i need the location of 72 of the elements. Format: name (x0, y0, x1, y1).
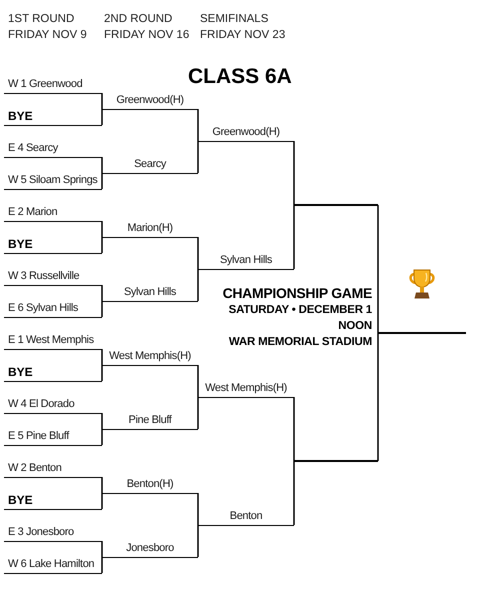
team-slot: E 1 West Memphis (4, 332, 102, 350)
bracket-connector (293, 204, 295, 269)
bracket-connector (197, 109, 199, 142)
class-title: CLASS 6A (188, 65, 292, 89)
bracket-connector (197, 524, 199, 557)
team-slot: Benton(H) (102, 476, 198, 494)
bracket-connector (101, 541, 103, 558)
game-time-text: NOON (338, 319, 372, 333)
championship-heading: CHAMPIONSHIP GAME (222, 285, 372, 301)
bracket-connector (197, 268, 199, 301)
team-slot: W 1 Greenwood (4, 76, 102, 94)
round-date: FRIDAY NOV 16 (104, 28, 190, 42)
bracket-connector (197, 396, 199, 429)
team-slot: E 4 Searcy (4, 140, 102, 158)
team-slot: BYE (4, 236, 102, 254)
team-slot: Jonesboro (102, 540, 198, 558)
bracket-connector (101, 172, 103, 189)
stadium-name-text: WAR MEMORIAL STADIUM (228, 335, 372, 349)
team-slot: Marion(H) (102, 220, 198, 238)
round-date: FRIDAY NOV 23 (200, 28, 286, 42)
team-slot: Benton (198, 508, 294, 526)
bracket-connector (101, 349, 103, 366)
bracket-connector (293, 141, 295, 206)
round-heading: 1ST ROUND (8, 12, 74, 26)
empty-slot-line (378, 332, 466, 334)
team-slot: W 3 Russellville (4, 268, 102, 286)
bracket-connector (101, 93, 103, 110)
team-slot: BYE (4, 108, 102, 126)
bracket-connector (101, 364, 103, 381)
game-date-text: SATURDAY • DECEMBER 1 (228, 303, 372, 317)
team-slot: West Memphis(H) (198, 380, 294, 398)
team-slot: E 3 Jonesboro (4, 524, 102, 542)
team-slot: Pine Bluff (102, 412, 198, 430)
bracket-connector (101, 413, 103, 430)
round-date: FRIDAY NOV 9 (8, 28, 87, 42)
team-slot: E 2 Marion (4, 204, 102, 222)
empty-slot-line (294, 204, 378, 206)
bracket-connector (293, 460, 295, 525)
bracket-connector (101, 477, 103, 494)
team-slot: Sylvan Hills (102, 284, 198, 302)
bracket-connector (197, 237, 199, 270)
bracket-connector (197, 140, 199, 173)
bracket-connector (101, 157, 103, 174)
team-slot: West Memphis(H) (102, 348, 198, 366)
bracket-connector (197, 493, 199, 526)
team-slot: Searcy (102, 156, 198, 174)
bracket-connector (377, 205, 379, 334)
team-slot: Greenwood(H) (198, 124, 294, 142)
round-heading: 2ND ROUND (104, 12, 172, 26)
team-slot: BYE (4, 492, 102, 510)
bracket-connector (377, 332, 379, 461)
bracket-connector (101, 108, 103, 125)
team-slot: W 6 Lake Hamilton (4, 556, 102, 574)
round-heading: SEMIFINALS (200, 12, 268, 26)
team-slot: E 6 Sylvan Hills (4, 300, 102, 318)
team-slot: BYE (4, 364, 102, 382)
bracket-connector (101, 221, 103, 238)
empty-slot-line (294, 460, 378, 462)
team-slot: E 5 Pine Bluff (4, 428, 102, 446)
team-slot: W 2 Benton (4, 460, 102, 478)
team-slot: Sylvan Hills (198, 252, 294, 270)
bracket-connector (101, 285, 103, 302)
team-slot: Greenwood(H) (102, 92, 198, 110)
bracket-connector (293, 397, 295, 462)
bracket-connector (101, 236, 103, 253)
bracket-connector (101, 556, 103, 573)
bracket-connector (197, 365, 199, 398)
team-slot: W 4 El Dorado (4, 396, 102, 414)
team-slot: W 5 Siloam Springs (4, 172, 102, 190)
bracket-connector (101, 300, 103, 317)
bracket-connector (101, 428, 103, 445)
bracket-connector (101, 492, 103, 509)
